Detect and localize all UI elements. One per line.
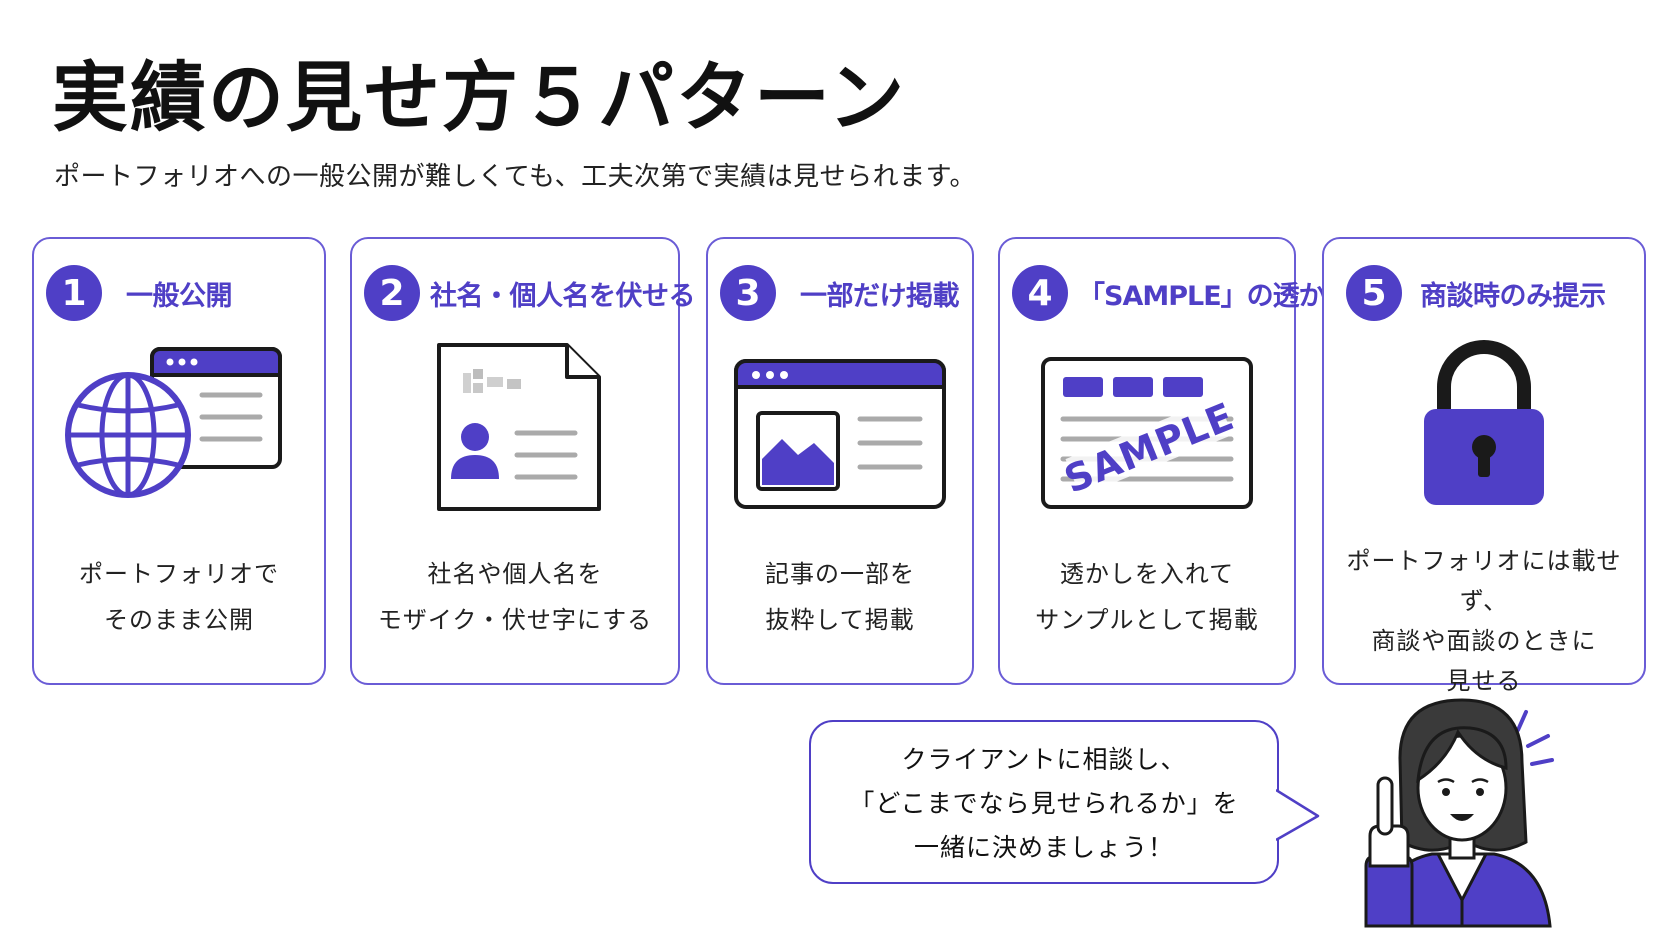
card-description: ポートフォリオには載せず、 商談や面談のときに 見せる: [1346, 547, 1622, 695]
speech-bubble-tail: [1276, 788, 1320, 842]
pattern-card-5: 5 商談時のみ提示 ポートフォリオには載せず、 商談や面談のときに 見せる: [1322, 237, 1646, 695]
card-description: ポートフォリオで そのまま公開: [79, 560, 279, 634]
speech-bubble: クライアントに相談し、 「どこまでなら見せられるか」を 一緒に決めましょう！: [809, 720, 1279, 884]
browser-image-icon: [734, 359, 946, 509]
page-title: 実績の見せ方５パターン: [52, 53, 907, 142]
pattern-card-4: 4 「SAMPLE」の透かし SAMPLE 透かしを入れて サンプルとして掲載: [998, 237, 1352, 685]
card-title: 「SAMPLE」の透かし: [1078, 280, 1352, 312]
step-number-badge: 2: [364, 265, 420, 321]
pattern-card-1: 1 一般公開 ポートフォリオで そのまま公開: [32, 237, 326, 685]
lock-icon: [1424, 340, 1544, 505]
advisor-woman-illustration: [1364, 698, 1554, 928]
step-number-badge: 4: [1012, 265, 1068, 321]
globe-browser-icon: [65, 347, 282, 498]
pattern-card-2: 2 社名・個人名を伏せる 社名や個人名を モザイク・伏せ字にする: [350, 237, 696, 685]
step-number-badge: 3: [720, 265, 776, 321]
step-number-badge: 1: [46, 265, 102, 321]
card-title: 一部だけ掲載: [800, 280, 960, 312]
page-subtitle: ポートフォリオへの一般公開が難しくても、工夫次第で実績は見せられます。: [54, 162, 977, 192]
card-description: 記事の一部を 抜粋して掲載: [765, 560, 915, 634]
watermark-page-icon: SAMPLE: [1041, 357, 1253, 509]
step-number-badge: 5: [1346, 265, 1402, 321]
card-title: 商談時のみ提示: [1420, 280, 1606, 312]
card-description: 透かしを入れて サンプルとして掲載: [1035, 560, 1259, 634]
pattern-card-3: 3 一部だけ掲載 記事の一部を 抜粋して掲載: [706, 237, 974, 685]
card-title: 一般公開: [126, 280, 233, 312]
blurred-document-icon: [437, 343, 601, 511]
card-description: 社名や個人名を モザイク・伏せ字にする: [377, 560, 653, 634]
card-title: 社名・個人名を伏せる: [430, 280, 696, 312]
